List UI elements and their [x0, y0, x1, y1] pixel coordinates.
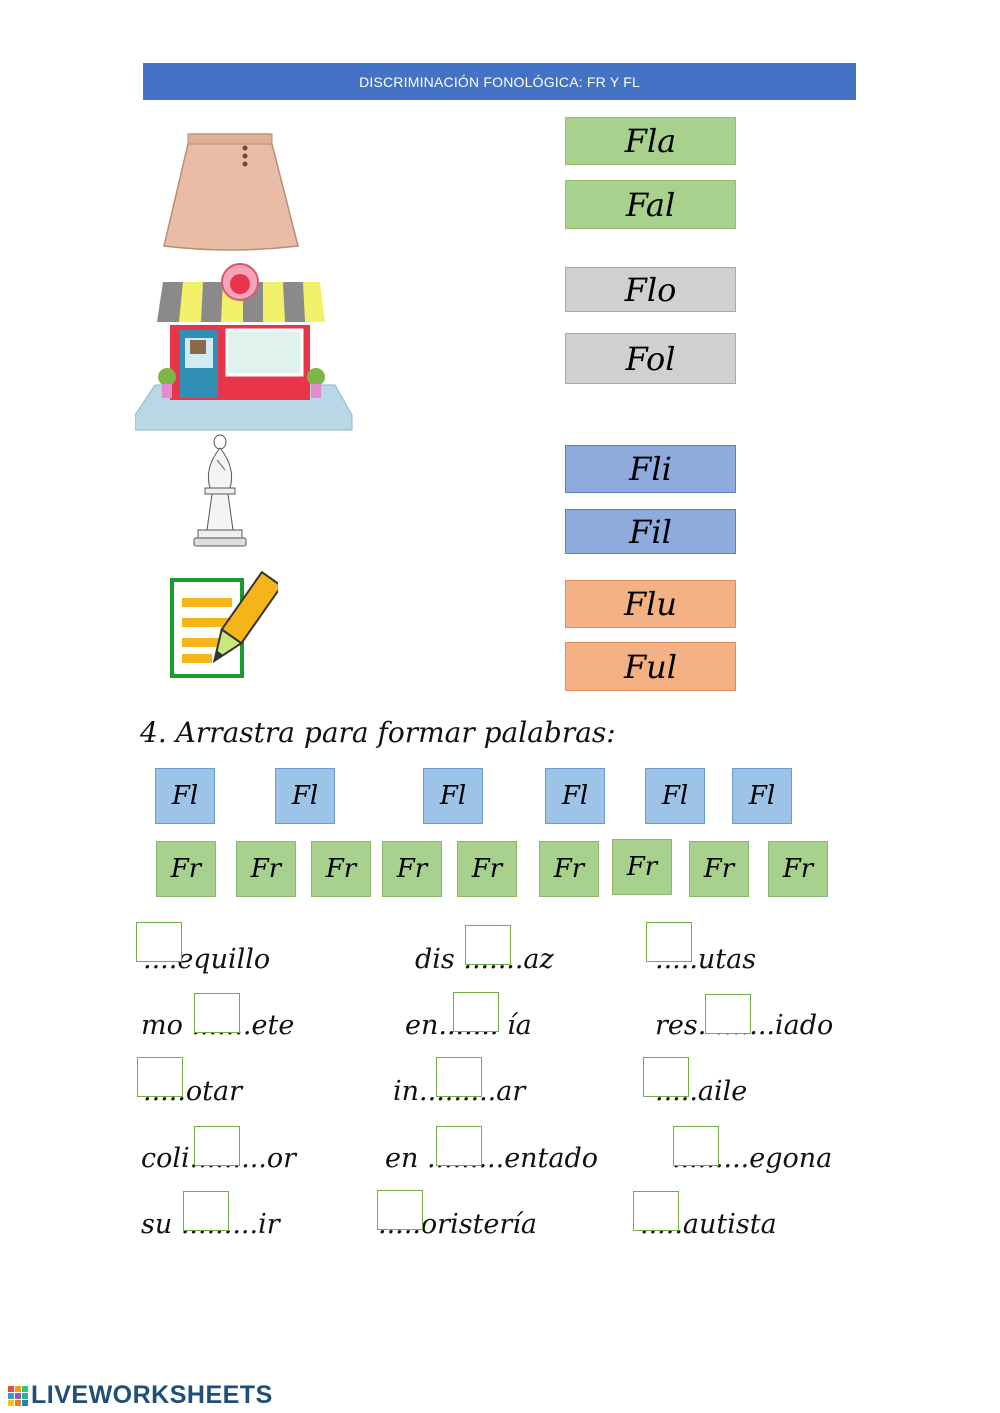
fr-drag-tile[interactable]: Fr	[156, 841, 216, 897]
fl-drag-tile[interactable]: Fl	[155, 768, 215, 824]
fl-drag-tile[interactable]: Fl	[275, 768, 335, 824]
drop-target[interactable]	[643, 1057, 689, 1097]
fr-drag-tile[interactable]: Fr	[457, 841, 517, 897]
drop-target[interactable]	[136, 922, 182, 962]
syllable-fli-button[interactable]: Fli	[565, 445, 736, 493]
drop-target[interactable]	[633, 1191, 679, 1231]
drop-target[interactable]	[453, 992, 499, 1032]
liveworksheets-logo[interactable]: LIVEWORKSHEETS	[8, 1381, 273, 1410]
syllable-fla-button[interactable]: Fla	[565, 117, 736, 165]
chess-bishop-image	[193, 434, 247, 547]
drop-target[interactable]	[646, 922, 692, 962]
drop-target[interactable]	[137, 1057, 183, 1097]
notepad-pencil-image	[170, 570, 278, 678]
logo-text: LIVEWORKSHEETS	[31, 1381, 273, 1409]
fl-drag-tile[interactable]: Fl	[732, 768, 792, 824]
syllable-fol-button[interactable]: Fol	[565, 333, 736, 384]
instruction-text: 4. Arrastra para formar palabras:	[140, 716, 616, 749]
syllable-flu-button[interactable]: Flu	[565, 580, 736, 628]
fr-drag-tile[interactable]: Fr	[236, 841, 296, 897]
logo-mark-icon	[8, 1385, 28, 1406]
syllable-ful-button[interactable]: Ful	[565, 642, 736, 691]
fr-drag-tile[interactable]: Fr	[689, 841, 749, 897]
fr-drag-tile[interactable]: Fr	[311, 841, 371, 897]
fr-drag-tile[interactable]: Fr	[382, 841, 442, 897]
fr-drag-tile[interactable]: Fr	[539, 841, 599, 897]
fl-drag-tile[interactable]: Fl	[645, 768, 705, 824]
drop-target[interactable]	[194, 993, 240, 1033]
fl-drag-tile[interactable]: Fl	[545, 768, 605, 824]
drop-target[interactable]	[465, 925, 511, 965]
drop-target[interactable]	[436, 1126, 482, 1166]
syllable-fal-button[interactable]: Fal	[565, 180, 736, 229]
syllable-fil-button[interactable]: Fil	[565, 509, 736, 554]
drop-target[interactable]	[194, 1126, 240, 1166]
flower-shop-image	[135, 263, 353, 431]
drop-target[interactable]	[183, 1191, 229, 1231]
syllable-flo-button[interactable]: Flo	[565, 267, 736, 312]
drop-target[interactable]	[377, 1190, 423, 1230]
drop-target[interactable]	[673, 1126, 719, 1166]
drop-target[interactable]	[436, 1057, 482, 1097]
fr-drag-tile[interactable]: Fr	[768, 841, 828, 897]
word-enfrentado: en .........entado	[385, 1143, 599, 1174]
drop-target[interactable]	[705, 994, 751, 1034]
fl-drag-tile[interactable]: Fl	[423, 768, 483, 824]
fr-drag-tile[interactable]: Fr	[612, 839, 672, 895]
skirt-image	[163, 133, 299, 251]
worksheet-title: DISCRIMINACIÓN FONOLÓGICA: FR Y FL	[143, 63, 856, 100]
